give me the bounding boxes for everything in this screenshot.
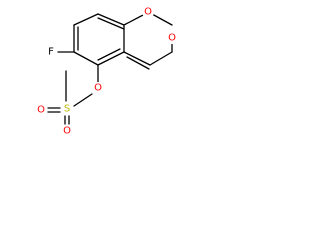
- bond-c9-c10: [73, 51, 99, 66]
- bond-c10-c4a: [97, 51, 125, 66]
- benzene-ring: [73, 13, 125, 66]
- mesylate-group: [47, 64, 99, 125]
- atom-label-sulfonyl-oxygen-bottom: O: [63, 126, 71, 137]
- bond-o-s: [73, 93, 93, 107]
- atom-label-ring-oxygen: O: [144, 7, 152, 18]
- atom-label-sulfur: S: [64, 104, 70, 115]
- bond-c3-c4: [123, 51, 151, 66]
- atom-label-ester-oxygen: O: [94, 83, 102, 94]
- bond-c8a-o1: [123, 13, 146, 26]
- atom-label-sulfonyl-oxygen-left: O: [37, 105, 45, 116]
- atom-labels: F O O O S O O: [35, 6, 178, 137]
- bond-c3-c4-inner: [126, 56, 150, 70]
- chemical-structure-diagram: F O O O S O O: [35, 6, 178, 137]
- bond-c6-c7-double: [97, 17, 125, 30]
- atom-label-fluorine: F: [48, 47, 54, 58]
- pyranone-ring: [123, 13, 173, 70]
- bond-c5-c6: [97, 13, 125, 26]
- bond-o1-c2: [151, 13, 173, 26]
- bond-c2-c3: [149, 51, 173, 66]
- bond-c10-c4a-inner: [97, 48, 121, 61]
- bond-c7-c8: [73, 13, 99, 26]
- atom-label-carbonyl-oxygen: O: [168, 33, 176, 44]
